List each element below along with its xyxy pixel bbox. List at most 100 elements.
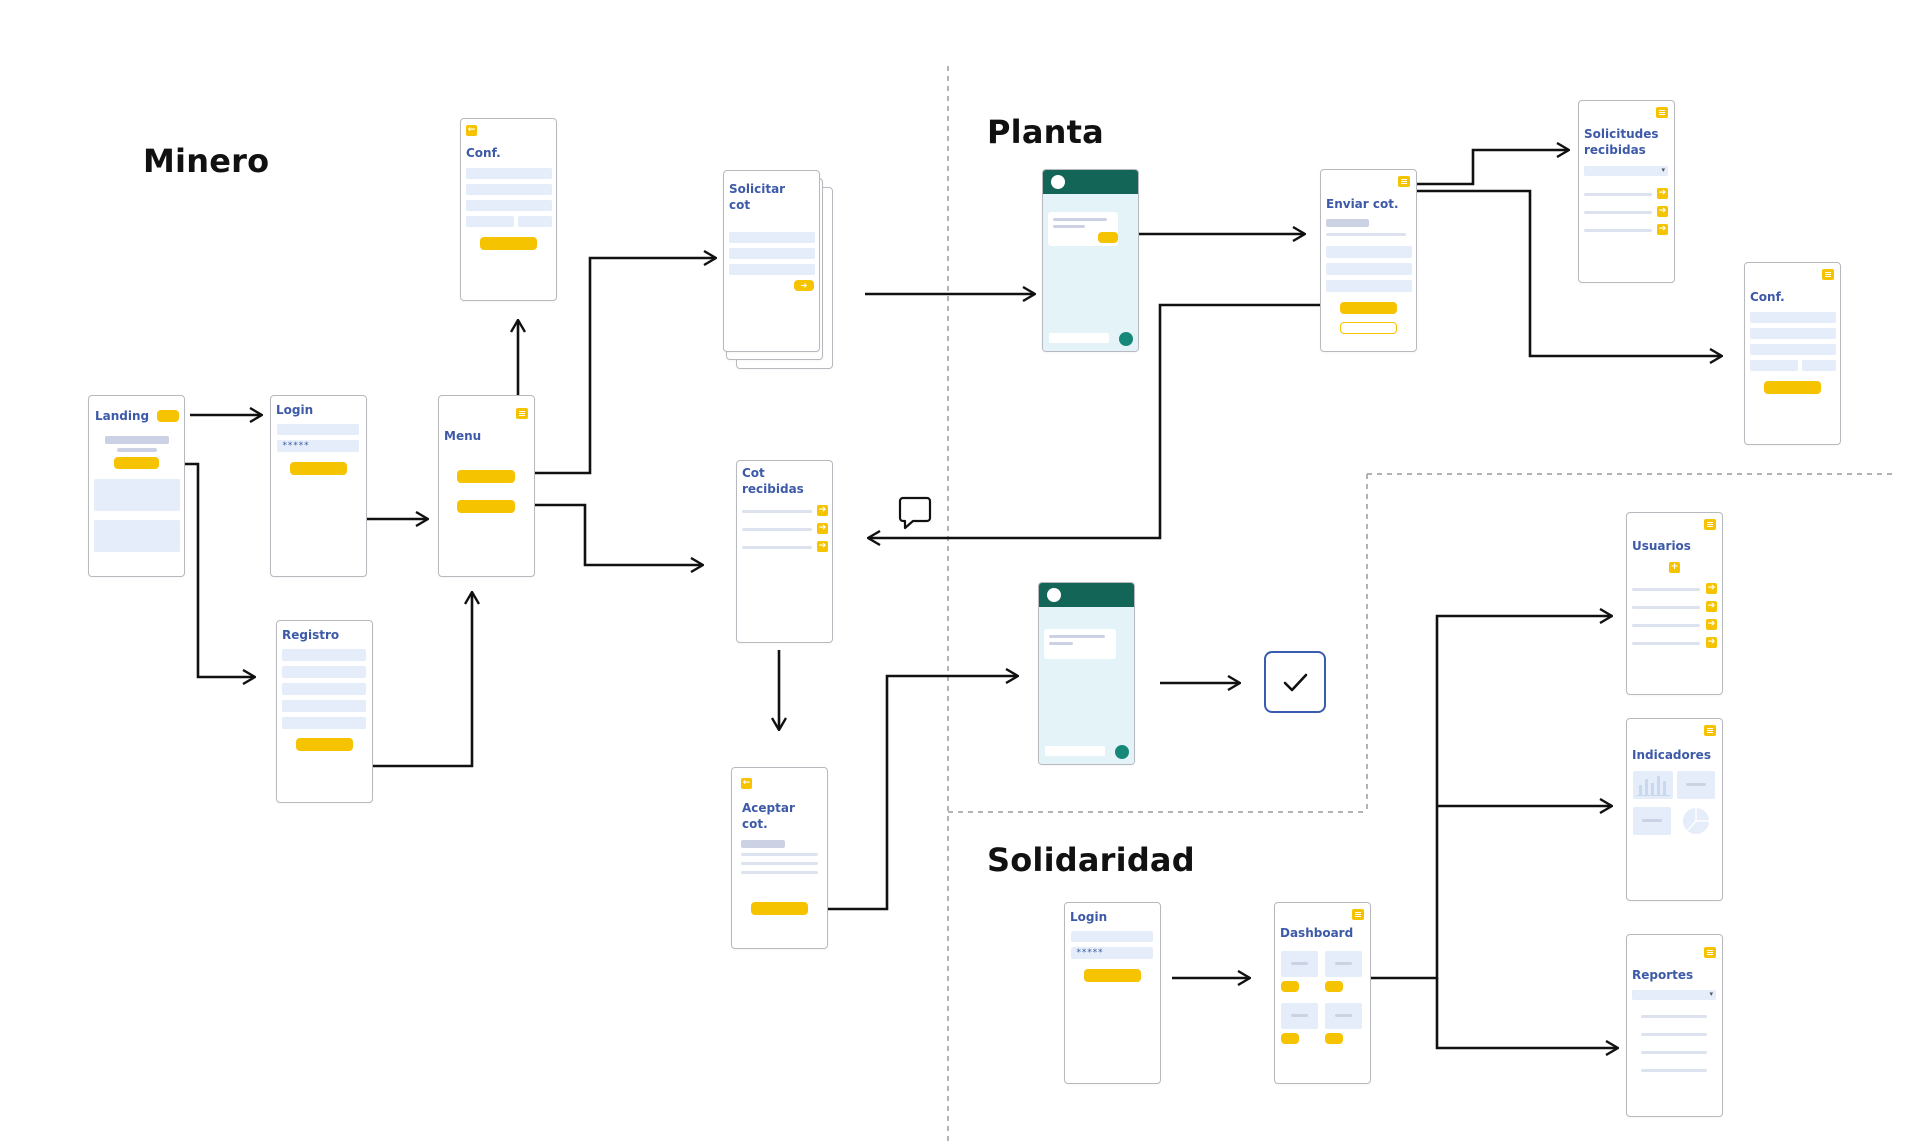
filter-dropdown[interactable]: ▾	[1632, 990, 1716, 1000]
menu-icon[interactable]	[1704, 725, 1716, 736]
screen-aceptar-cot[interactable]: ← Aceptar cot.	[731, 767, 828, 949]
message-action-button[interactable]	[1098, 232, 1118, 243]
screen-solicitudes-recibidas[interactable]: Solicitudes recibidas ▾ ➔ ➔ ➔	[1578, 100, 1675, 283]
arrow-right-icon[interactable]: ➔	[1706, 583, 1717, 594]
form-field-half[interactable]	[1802, 360, 1836, 371]
save-button[interactable]	[480, 237, 537, 250]
form-field[interactable]	[466, 184, 552, 195]
form-field[interactable]	[1750, 344, 1836, 355]
form-field[interactable]	[466, 200, 552, 211]
screen-solicitar-cot[interactable]: Solicitar cot ➔	[723, 170, 820, 352]
menu-icon[interactable]	[1704, 519, 1716, 530]
primary-button[interactable]	[114, 457, 159, 469]
secondary-button[interactable]	[1340, 322, 1397, 334]
form-field[interactable]	[282, 717, 366, 729]
filter-dropdown[interactable]: ▾	[1584, 166, 1668, 176]
avatar	[1047, 588, 1061, 602]
form-field[interactable]	[729, 232, 815, 243]
dashboard-card[interactable]	[1281, 951, 1318, 977]
form-field[interactable]	[1326, 280, 1412, 292]
card-text	[1686, 783, 1706, 786]
save-button[interactable]	[1764, 381, 1821, 394]
text-line	[117, 448, 157, 452]
form-field-half[interactable]	[518, 216, 552, 227]
menu-icon[interactable]	[1352, 909, 1364, 920]
login-button[interactable]	[290, 462, 347, 475]
avatar	[1051, 175, 1065, 189]
arrow-right-icon[interactable]: ➔	[817, 505, 828, 516]
form-field[interactable]	[729, 264, 815, 275]
form-field-half[interactable]	[466, 216, 514, 227]
form-field[interactable]	[282, 700, 366, 712]
login-button[interactable]	[1084, 969, 1141, 982]
text-line	[1053, 225, 1085, 228]
screen-chat-planta[interactable]	[1042, 169, 1139, 352]
screen-menu[interactable]: Menu	[438, 395, 535, 577]
card-button[interactable]	[1281, 1033, 1299, 1044]
arrow-right-icon[interactable]: ➔	[1657, 206, 1668, 217]
dashboard-card[interactable]	[1325, 1003, 1362, 1029]
form-field[interactable]	[282, 683, 366, 695]
send-button[interactable]	[1119, 332, 1133, 346]
screen-conf-minero[interactable]: ← Conf.	[460, 118, 557, 301]
message-input[interactable]	[1049, 333, 1109, 343]
screen-conf-planta[interactable]: Conf.	[1744, 262, 1841, 445]
arrow-right-icon[interactable]: ➔	[1657, 188, 1668, 199]
card-button[interactable]	[1281, 981, 1299, 992]
arrow-right-icon[interactable]: ➔	[1657, 224, 1668, 235]
send-button[interactable]	[1115, 745, 1129, 759]
card-button[interactable]	[1325, 1033, 1343, 1044]
form-field[interactable]	[282, 666, 366, 678]
menu-option-cot-recibidas[interactable]	[457, 500, 515, 513]
screen-title: Conf.	[1750, 290, 1785, 304]
arrow-right-icon[interactable]: ➔	[1706, 637, 1717, 648]
screen-landing[interactable]: Landing	[88, 395, 185, 577]
password-field[interactable]: *****	[277, 440, 359, 452]
accept-button[interactable]	[751, 902, 808, 915]
form-field-half[interactable]	[1750, 360, 1798, 371]
screen-cot-recibidas[interactable]: Cot recibidas ➔ ➔ ➔	[736, 460, 833, 643]
menu-icon[interactable]	[1656, 107, 1668, 118]
form-field[interactable]	[1750, 312, 1836, 323]
cta-button[interactable]	[157, 410, 179, 422]
arrow-right-icon[interactable]: ➔	[1706, 619, 1717, 630]
menu-icon[interactable]	[1704, 947, 1716, 958]
password-field[interactable]: *****	[1071, 947, 1153, 959]
text-line	[741, 840, 785, 848]
screen-login-solidaridad[interactable]: Login *****	[1064, 902, 1161, 1084]
screen-enviar-cot[interactable]: Enviar cot.	[1320, 169, 1417, 352]
send-button[interactable]	[1340, 302, 1397, 314]
screen-login[interactable]: Login *****	[270, 395, 367, 577]
next-arrow-button[interactable]: ➔	[794, 280, 814, 291]
dashboard-card[interactable]	[1281, 1003, 1318, 1029]
form-field[interactable]	[1326, 246, 1412, 258]
arrow-right-icon[interactable]: ➔	[817, 523, 828, 534]
username-field[interactable]	[1071, 931, 1153, 942]
screen-usuarios[interactable]: Usuarios + ➔ ➔ ➔ ➔	[1626, 512, 1723, 695]
form-field[interactable]	[729, 248, 815, 259]
form-field[interactable]	[1326, 263, 1412, 275]
menu-icon[interactable]	[1822, 269, 1834, 280]
screen-dashboard[interactable]: Dashboard	[1274, 902, 1371, 1084]
username-field[interactable]	[277, 424, 359, 435]
form-field[interactable]	[1750, 328, 1836, 339]
back-icon[interactable]: ←	[466, 125, 477, 136]
arrow-right-icon[interactable]: ➔	[817, 541, 828, 552]
back-icon[interactable]: ←	[741, 778, 752, 789]
arrow-right-icon[interactable]: ➔	[1706, 601, 1717, 612]
screen-reportes[interactable]: Reportes ▾	[1626, 934, 1723, 1117]
form-field[interactable]	[282, 649, 366, 661]
screen-registro[interactable]: Registro	[276, 620, 373, 803]
menu-option-solicitar[interactable]	[457, 470, 515, 483]
menu-icon[interactable]	[1398, 176, 1410, 187]
message-input[interactable]	[1045, 746, 1105, 756]
list-item-text	[1632, 606, 1700, 609]
dashboard-card[interactable]	[1325, 951, 1362, 977]
submit-button[interactable]	[296, 738, 353, 751]
card-button[interactable]	[1325, 981, 1343, 992]
screen-indicadores[interactable]: Indicadores	[1626, 718, 1723, 901]
menu-icon[interactable]	[516, 408, 528, 419]
form-field[interactable]	[466, 168, 552, 179]
plus-icon[interactable]: +	[1669, 562, 1680, 573]
screen-chat-confirmacion[interactable]	[1038, 582, 1135, 765]
